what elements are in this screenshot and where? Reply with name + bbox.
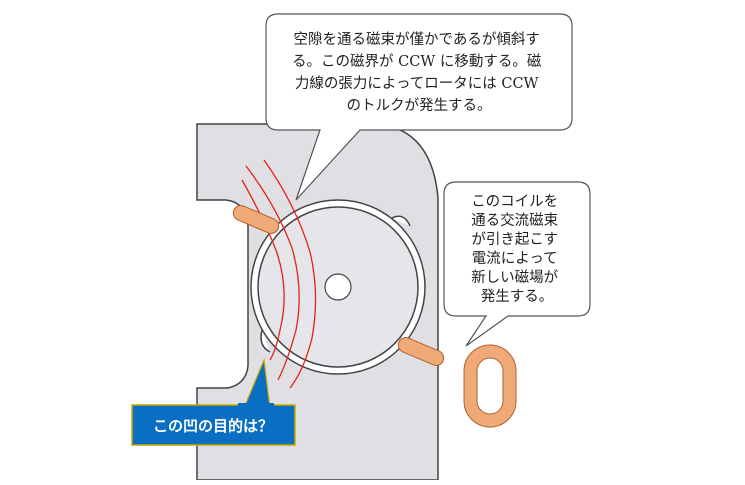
- callout-top-line: のトルクが発生する。: [347, 97, 492, 114]
- callout-right-line: 電流によって: [472, 250, 558, 267]
- shading-coil-upper-bar: [232, 205, 280, 234]
- callout-text-top: 空隙を通る磁束が僅かであるが傾斜す る。この磁界が CCW に移動する。磁 力線…: [292, 31, 546, 114]
- shading-coil-lower-bar: [397, 337, 445, 366]
- callout-right-line: 新しい磁場が: [471, 269, 558, 286]
- callout-right-line: このコイルを: [471, 193, 558, 210]
- callout-top-line: る。この磁界が CCW に移動する。磁: [292, 53, 542, 70]
- callout-top-line: 空隙を通る磁束が僅かであるが傾斜す: [294, 31, 540, 48]
- question-callout-box: [131, 404, 296, 446]
- flux-line-3: [263, 159, 317, 389]
- question-callout-joint: [238, 403, 274, 407]
- callout-bubble-right: [443, 181, 591, 347]
- pole-notch-upper-right: [391, 215, 411, 227]
- question-callout-text: この凹の目的は？: [153, 417, 273, 435]
- callout-top-line: 力線の張力によってロータには CCW: [295, 75, 539, 92]
- pole-notch-lower-left: [260, 329, 271, 353]
- callout-right-line: 通る交流磁束: [471, 211, 558, 229]
- callout-right-line: 発生する。: [481, 288, 554, 305]
- callout-text-right: このコイルを 通る交流磁束 が引き起こす 電流によって 新しい磁場が 発生する。: [471, 193, 563, 305]
- rotor-shaft-hole: [324, 273, 352, 301]
- flux-line-2: [245, 165, 300, 381]
- callout-right-line: が引き起こす: [471, 231, 558, 248]
- callout-bubble-top: [265, 13, 573, 201]
- shading-coil-ring-hole: [476, 357, 504, 415]
